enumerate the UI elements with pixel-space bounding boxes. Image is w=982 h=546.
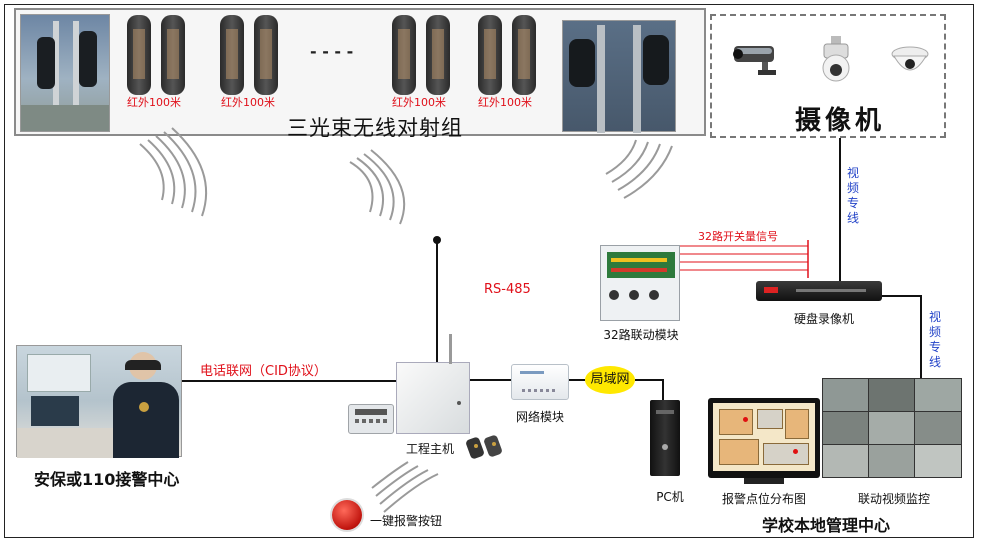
- beam-installation-photo-left: [20, 14, 110, 132]
- beam-group-title: 三光束无线对射组: [287, 116, 463, 140]
- camera-group-title: 摄像机: [794, 106, 885, 136]
- beam-label-3: 红外100米: [392, 96, 446, 109]
- phone-link-label: 电话联网（CID协议）: [200, 364, 327, 379]
- beam-installation-photo-right: [562, 20, 676, 133]
- host-cabinet-image: [396, 362, 470, 434]
- speed-dome-camera-icon: [822, 36, 850, 82]
- bullet-camera-icon: [733, 46, 776, 75]
- remote-fob-icon: [466, 435, 502, 459]
- video-line-label-top: 视频专线: [846, 166, 859, 225]
- video-line-label-right: 视频专线: [928, 310, 941, 369]
- dvr-image: [756, 281, 882, 301]
- host-antenna-image: [449, 334, 452, 364]
- beam-label-2: 红外100米: [221, 96, 275, 109]
- alarm-map-label: 报警点位分布图: [721, 492, 806, 506]
- pc-label: PC机: [656, 490, 684, 504]
- beam-detector-pair-1: [127, 15, 187, 95]
- security-center-label: 安保或110接警中心: [34, 470, 180, 489]
- network-module-image: [511, 364, 569, 400]
- beam-ellipsis: - - - -: [310, 42, 354, 61]
- switch-signal-label: 32路开关量信号: [698, 230, 778, 243]
- rs485-label: RS-485: [484, 282, 531, 297]
- linkage-module-image: [600, 245, 680, 321]
- panic-button-icon: [332, 500, 362, 530]
- beam-detector-pair-3: [392, 15, 452, 95]
- beam-detector-pair-2: [220, 15, 280, 95]
- security-center-photo: [16, 345, 182, 458]
- network-module-label: 网络模块: [515, 410, 564, 424]
- linkage-module-label: 32路联动模块: [603, 328, 679, 342]
- video-monitor-grid: [822, 378, 962, 478]
- school-center-label: 学校本地管理中心: [762, 516, 891, 535]
- monitor-stand: [744, 478, 784, 484]
- video-monitor-label: 联动视频监控: [857, 492, 930, 506]
- keypad-image: [348, 404, 394, 434]
- dome-camera-icon: [891, 46, 929, 71]
- host-label: 工程主机: [405, 442, 454, 456]
- beam-detector-pair-4: [478, 15, 538, 95]
- panic-button-label: 一键报警按钮: [370, 514, 443, 528]
- pc-tower-image: [650, 400, 680, 476]
- diagram-frame: [4, 4, 974, 538]
- beam-label-1: 红外100米: [127, 96, 181, 109]
- beam-label-4: 红外100米: [478, 96, 532, 109]
- dvr-label: 硬盘录像机: [793, 312, 854, 326]
- alarm-map-monitor: [708, 398, 820, 478]
- lan-ellipse: 局域网: [585, 366, 635, 394]
